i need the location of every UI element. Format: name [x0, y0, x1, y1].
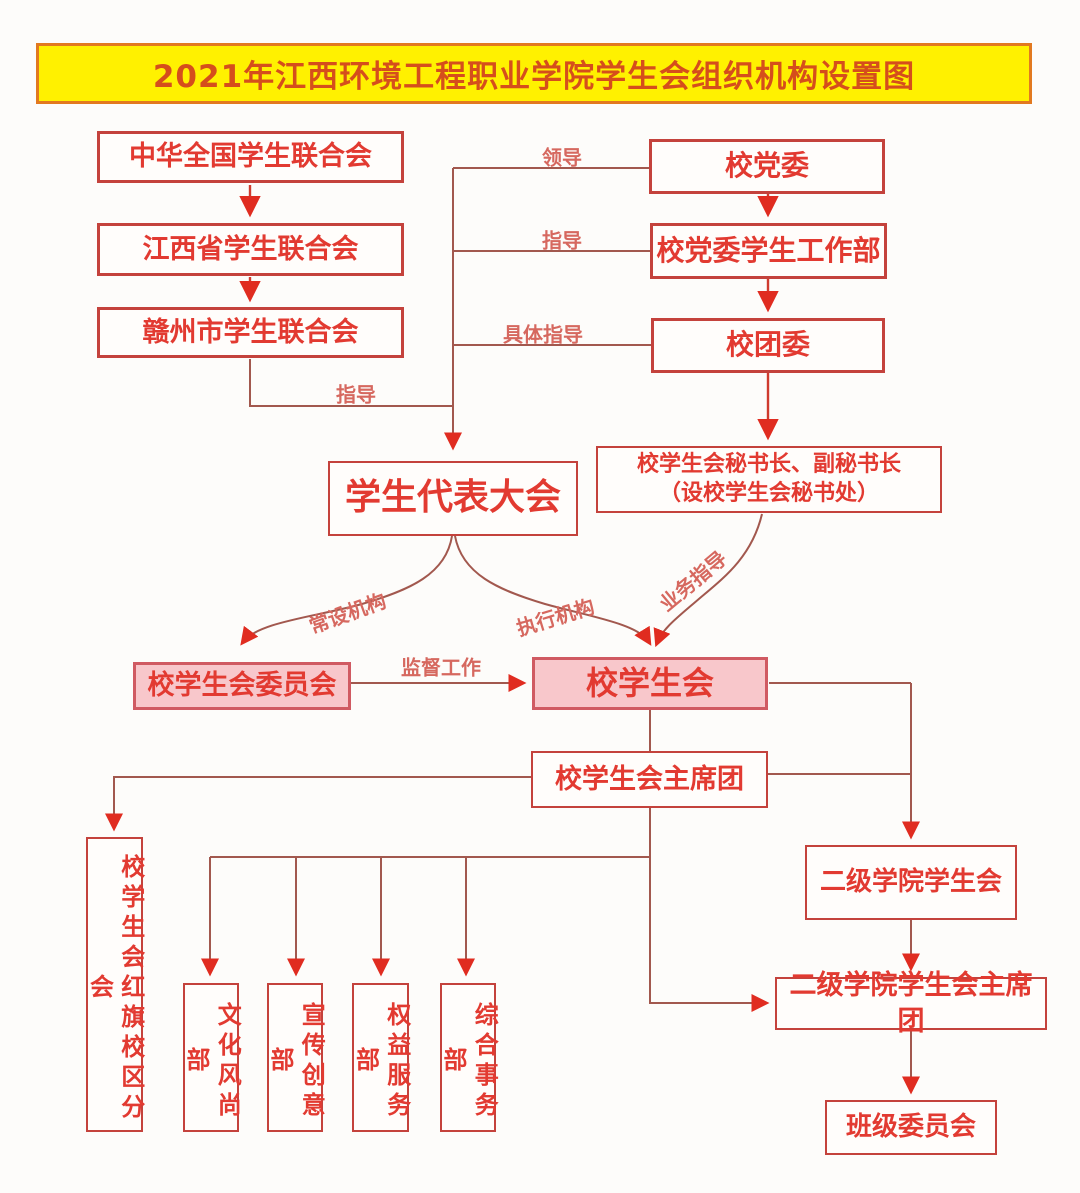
node-dept-publicity: 宣传创意部: [266, 983, 325, 1132]
node-party-committee: 校党委: [649, 139, 885, 194]
edge-presidium-to-secondary-presidium: [649, 808, 770, 1012]
node-union-committee: 校学生会委员会: [133, 662, 351, 710]
edge-presidium-to-hongqi: [105, 776, 531, 832]
node-provincial-students-federation: 江西省学生联合会: [97, 223, 404, 276]
curve-secretary-to-union: [653, 513, 763, 648]
edge-label-guide-right: 指导: [542, 228, 582, 253]
secretary-line1: 校学生会秘书长、副秘书长: [636, 451, 901, 477]
edge-label-supervise-work: 监督工作: [401, 655, 481, 680]
secretary-line2: （设校学生会秘书处）: [658, 480, 879, 506]
node-city-students-federation: 赣州市学生联合会: [97, 307, 404, 358]
page-title: 2021年江西环境工程职业学院学生会组织机构设置图: [36, 43, 1032, 104]
edge-city-guide-elbow: [249, 359, 453, 407]
curve-congress-to-union: [454, 535, 652, 646]
node-union-presidium: 校学生会主席团: [531, 751, 768, 808]
node-secondary-college-union: 二级学院学生会: [805, 845, 1017, 920]
node-dept-culture: 文化风尚部: [182, 983, 241, 1132]
node-dept-rights: 权益服务部: [352, 983, 411, 1132]
edge-label-specific-guidance: 具体指导: [503, 322, 583, 347]
node-student-union: 校学生会: [532, 657, 768, 710]
node-youth-league-committee: 校团委: [651, 318, 885, 373]
curve-congress-to-committee: [240, 535, 453, 646]
node-secretary-general: 校学生会秘书长、副秘书长 （设校学生会秘书处）: [596, 446, 942, 513]
edge-label-lead: 领导: [542, 145, 582, 170]
node-national-students-federation: 中华全国学生联合会: [97, 131, 404, 183]
node-secondary-college-presidium: 二级学院学生会主席团: [775, 970, 1047, 1037]
node-party-student-work-dept: 校党委学生工作部: [650, 223, 887, 279]
node-dept-general-affairs: 综合事务部: [439, 983, 498, 1132]
node-student-congress: 学生代表大会: [328, 461, 578, 536]
edge-label-guide-left: 指导: [336, 382, 376, 407]
node-hongqi-campus-branch: 校学生会红旗校区分会: [86, 837, 145, 1132]
node-class-committee: 班级委员会: [825, 1100, 997, 1155]
